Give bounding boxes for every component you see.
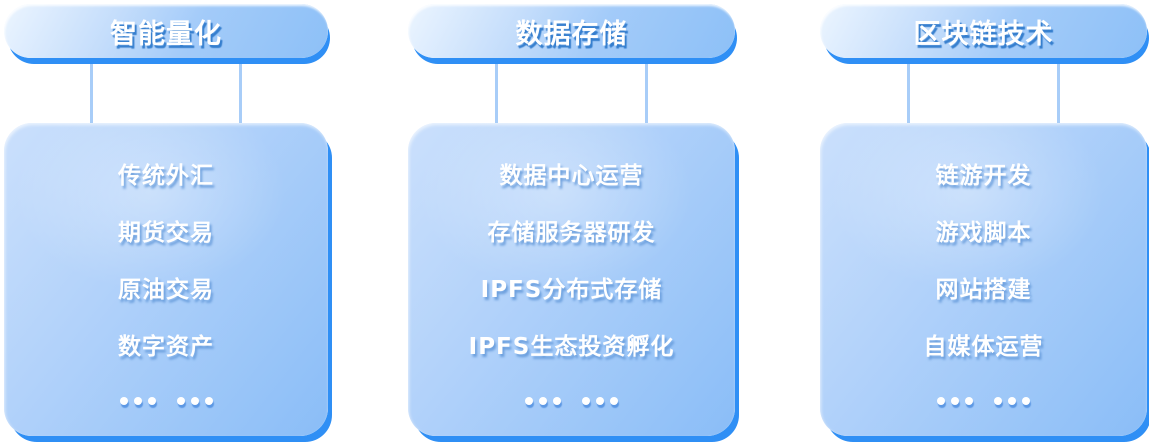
category-pill-data-storage: 数据存储: [408, 4, 735, 58]
dot-group: [525, 396, 561, 405]
column-intelligent-quant: 智能量化 传统外汇 期货交易 原油交易 数字资产: [4, 0, 328, 443]
service-item: 数字资产: [118, 333, 214, 360]
dot-icon: [965, 396, 973, 405]
connector-line-right: [645, 56, 649, 126]
category-title: 智能量化: [110, 18, 222, 50]
connector-line-right: [238, 56, 242, 126]
dot-icon: [596, 396, 604, 405]
dot-icon: [1008, 396, 1016, 405]
category-pill-intelligent-quant: 智能量化: [4, 4, 328, 58]
dot-icon: [553, 396, 561, 405]
dot-icon: [582, 396, 590, 405]
connector-line-left: [494, 56, 498, 126]
service-item: 链游开发: [935, 162, 1032, 189]
category-title: 区块链技术: [913, 18, 1054, 50]
service-item: 期货交易: [118, 219, 214, 246]
dot-icon: [994, 396, 1002, 405]
connector-line-left: [89, 56, 93, 126]
dot-icon: [147, 396, 156, 405]
service-item: 自媒体运营: [923, 333, 1044, 360]
connector-line-right: [1057, 56, 1061, 126]
service-item: 游戏脚本: [935, 219, 1032, 246]
dot-icon: [610, 396, 618, 405]
dot-icon: [204, 396, 213, 405]
dot-icon: [119, 396, 128, 405]
dot-icon: [951, 396, 959, 405]
ellipsis-dots: [4, 372, 328, 429]
column-data-storage: 数据存储 数据中心运营 存储服务器研发 IPFS分布式存储 IPFS生态投资孵化: [408, 0, 735, 443]
dot-icon: [133, 396, 142, 405]
dot-icon: [1022, 396, 1030, 405]
service-item: IPFS生态投资孵化: [468, 333, 675, 360]
service-item: 存储服务器研发: [487, 219, 656, 246]
dot-icon: [190, 396, 199, 405]
category-title: 数据存储: [515, 18, 628, 50]
dot-group: [937, 396, 973, 405]
dot-icon: [176, 396, 185, 405]
dot-icon: [937, 396, 945, 405]
category-panel-blockchain-tech: 链游开发 游戏脚本 网站搭建 自媒体运营: [820, 123, 1147, 436]
connector-line-left: [906, 56, 910, 126]
category-panel-data-storage: 数据中心运营 存储服务器研发 IPFS分布式存储 IPFS生态投资孵化: [408, 123, 735, 436]
dot-icon: [539, 396, 547, 405]
dot-group: [994, 396, 1030, 405]
dot-group: [582, 396, 618, 405]
dot-group: [176, 396, 213, 405]
column-blockchain-tech: 区块链技术 链游开发 游戏脚本 网站搭建 自媒体运营: [820, 0, 1147, 443]
dot-group: [119, 396, 156, 405]
dot-icon: [525, 396, 533, 405]
service-item: 原油交易: [118, 276, 214, 303]
service-item: 传统外汇: [118, 162, 214, 189]
service-item: 网站搭建: [935, 276, 1032, 303]
ellipsis-dots: [820, 372, 1147, 429]
category-panel-intelligent-quant: 传统外汇 期货交易 原油交易 数字资产: [4, 123, 328, 436]
service-item: IPFS分布式存储: [480, 276, 663, 303]
ellipsis-dots: [408, 372, 735, 429]
category-pill-blockchain-tech: 区块链技术: [820, 4, 1147, 58]
service-item: 数据中心运营: [499, 162, 644, 189]
